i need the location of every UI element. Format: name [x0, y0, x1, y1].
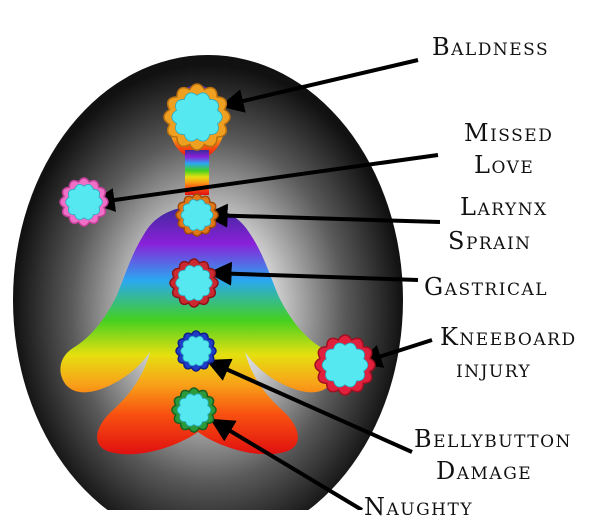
- label-larynx-line1: Larynx: [460, 193, 548, 221]
- throat-chakra: [175, 193, 219, 237]
- arrow-missed-love: [90, 153, 439, 212]
- label-missed-love-line2: Love: [474, 151, 535, 179]
- heart-chakra-center: [175, 265, 213, 301]
- hand-chakra-right-center: [321, 342, 369, 388]
- root-chakra-center: [176, 393, 212, 427]
- label-larynx-line2: Sprain: [448, 227, 532, 255]
- hand-chakra-left: [59, 177, 109, 227]
- label-gastrical: Gastrical: [424, 273, 549, 301]
- label-missed-love-line1: Missed: [464, 119, 554, 147]
- arrows: [90, 58, 441, 512]
- navel-chakra-center: [180, 335, 212, 367]
- arrow-gastrical: [207, 261, 419, 286]
- chakras: [59, 83, 376, 433]
- arrow-naughty: [209, 418, 364, 512]
- root-chakra: [171, 387, 217, 433]
- crown-chakra: [163, 83, 231, 151]
- chakra-diagram-svg: [13, 55, 441, 522]
- arrow-larynx-sprain: [203, 203, 441, 228]
- label-kneeboard-line2: injury: [456, 355, 532, 383]
- chakra-diagram: Baldness Missed Love Larynx Sprain Gastr…: [13, 33, 577, 522]
- throat-chakra-center: [180, 199, 214, 231]
- arrow-baldness: [219, 58, 419, 113]
- label-baldness: Baldness: [432, 33, 550, 61]
- crown-chakra-center: [171, 92, 223, 142]
- navel-chakra: [175, 330, 217, 372]
- arrow-bellybutton-damage: [205, 358, 413, 454]
- hand-chakra-left-center: [65, 184, 103, 220]
- hand-chakra-right: [314, 334, 376, 396]
- label-bellybutton-line1: Bellybutton: [414, 425, 572, 453]
- label-kneeboard-line1: Kneeboard: [440, 323, 577, 351]
- label-naughty: Naughty: [364, 493, 474, 521]
- label-bellybutton-line2: Damage: [436, 457, 533, 485]
- heart-chakra: [169, 258, 219, 308]
